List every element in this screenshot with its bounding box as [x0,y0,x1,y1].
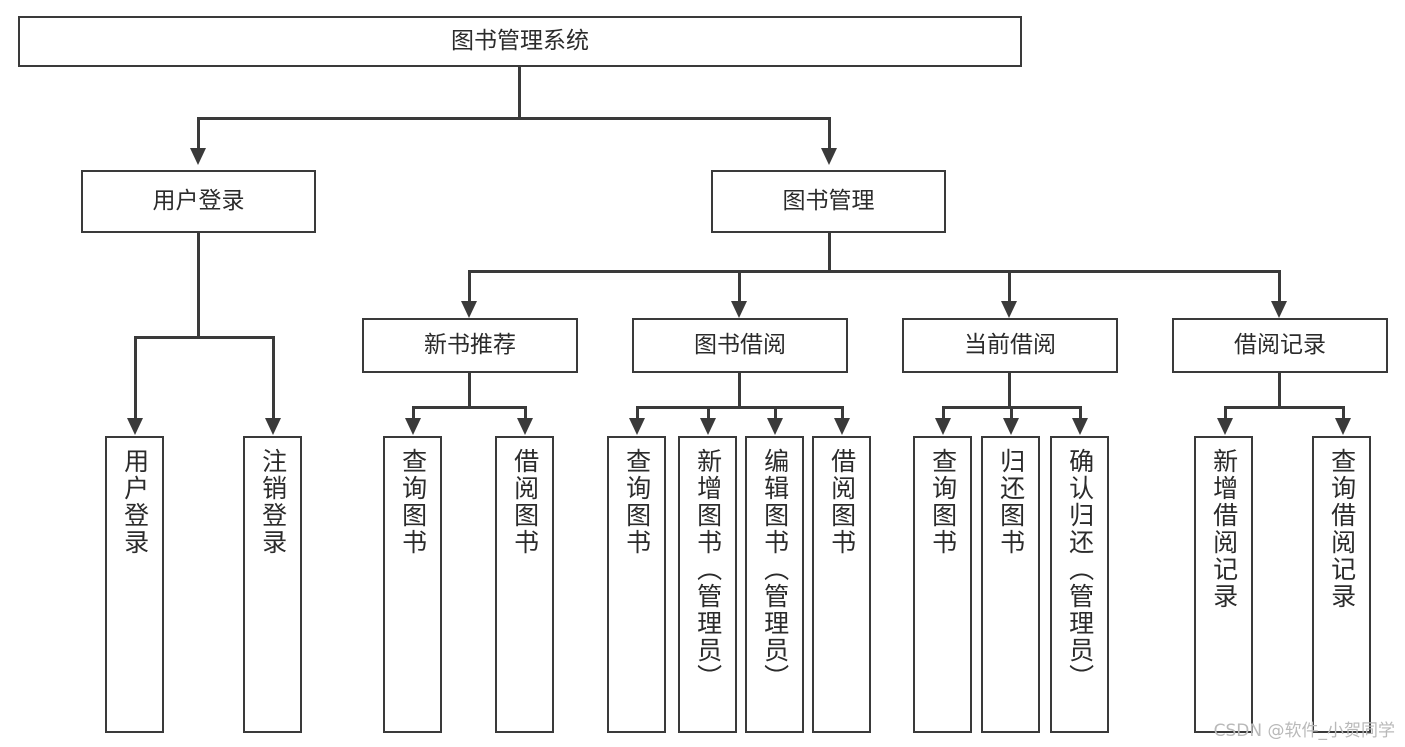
edge-current-borrow-to-leaf-1 [942,406,945,419]
edge-book-borrow-to-leaf-1 [636,406,639,419]
node-label: 确认归还（管理员） [1065,448,1095,691]
edge-root-stem [518,67,521,117]
arrow-book-borrow-to-leaf-4 [834,418,850,435]
node-label: 借阅记录 [1234,331,1326,358]
leaf-new-book-borrow[interactable]: 借阅图书 [495,436,554,733]
node-label: 借阅图书 [827,448,857,556]
node-user-login[interactable]: 用户登录 [81,170,316,233]
leaf-current-borrow-query[interactable]: 查询图书 [913,436,972,733]
edge-book-borrow-to-leaf-4 [841,406,844,419]
leaf-user-login-login[interactable]: 用户登录 [105,436,164,733]
node-label: 当前借阅 [964,331,1056,358]
edge-book-borrow-stem [738,373,741,406]
edge-new-book-bus [412,406,524,409]
edge-user-login-to-leaf-1 [134,336,137,419]
edge-borrow-record-bus [1224,406,1342,409]
node-label: 图书管理 [782,187,875,214]
node-new-book-recommend[interactable]: 新书推荐 [362,318,578,373]
arrow-new-book-to-leaf-2 [517,418,533,435]
node-label: 归还图书 [996,448,1026,556]
arrow-new-book-to-leaf-1 [405,418,421,435]
leaf-book-borrow-borrow[interactable]: 借阅图书 [812,436,871,733]
node-label: 图书借阅 [694,331,786,358]
leaf-new-book-query[interactable]: 查询图书 [383,436,442,733]
edge-borrow-record-stem [1278,373,1281,406]
node-label: 新增图书（管理员） [693,448,723,691]
edge-book-mgmt-to-current [1008,270,1011,302]
node-label: 编辑图书（管理员） [760,448,790,691]
node-label: 借阅图书 [510,448,540,556]
edge-book-borrow-bus [636,406,842,409]
arrow-user-login-to-leaf-1 [127,418,143,435]
edge-user-login-stem [197,233,200,336]
arrow-borrow-record-to-leaf-2 [1335,418,1351,435]
edge-root-bus [197,117,831,120]
edge-current-borrow-to-leaf-3 [1079,406,1082,419]
edge-current-borrow-to-leaf-2 [1010,406,1013,419]
node-label: 注销登录 [258,448,288,556]
arrow-book-mgmt-to-new-book [461,301,477,318]
node-label: 新书推荐 [424,331,516,358]
edge-borrow-record-to-leaf-1 [1224,406,1227,419]
arrow-current-borrow-to-leaf-2 [1003,418,1019,435]
arrow-root-to-book-mgmt [821,148,837,165]
arrow-book-mgmt-to-current [1001,301,1017,318]
node-label: 新增借阅记录 [1209,448,1239,610]
arrow-user-login-to-leaf-2 [265,418,281,435]
edge-book-mgmt-stem [828,233,831,270]
leaf-current-borrow-confirm[interactable]: 确认归还（管理员） [1050,436,1109,733]
arrow-book-mgmt-to-borrow [731,301,747,318]
node-label: 查询图书 [398,448,428,556]
edge-current-borrow-stem [1008,373,1011,406]
arrow-book-mgmt-to-record [1271,301,1287,318]
node-book-management[interactable]: 图书管理 [711,170,946,233]
node-current-borrow[interactable]: 当前借阅 [902,318,1118,373]
edge-user-login-to-leaf-2 [272,336,275,419]
arrow-root-to-user-login [190,148,206,165]
node-label: 图书管理系统 [451,27,589,54]
leaf-borrow-record-add[interactable]: 新增借阅记录 [1194,436,1253,733]
edge-book-borrow-to-leaf-3 [774,406,777,419]
arrow-current-borrow-to-leaf-3 [1072,418,1088,435]
edge-root-to-book-mgmt [828,117,831,149]
edge-book-mgmt-to-record [1278,270,1281,302]
edge-new-book-stem [468,373,471,406]
arrow-current-borrow-to-leaf-1 [935,418,951,435]
arrow-borrow-record-to-leaf-1 [1217,418,1233,435]
leaf-user-login-logout[interactable]: 注销登录 [243,436,302,733]
edge-root-to-user-login [197,117,200,149]
edge-book-borrow-to-leaf-2 [707,406,710,419]
leaf-book-borrow-edit[interactable]: 编辑图书（管理员） [745,436,804,733]
leaf-borrow-record-query[interactable]: 查询借阅记录 [1312,436,1371,733]
leaf-book-borrow-query[interactable]: 查询图书 [607,436,666,733]
edge-borrow-record-to-leaf-2 [1342,406,1345,419]
arrow-book-borrow-to-leaf-2 [700,418,716,435]
edge-book-mgmt-to-borrow [738,270,741,302]
edge-new-book-to-leaf-1 [412,406,415,419]
edge-new-book-to-leaf-2 [524,406,527,419]
node-label: 查询借阅记录 [1327,448,1357,610]
node-label: 用户登录 [152,187,245,214]
leaf-book-borrow-add[interactable]: 新增图书（管理员） [678,436,737,733]
node-label: 用户登录 [120,448,150,556]
node-label: 查询图书 [622,448,652,556]
edge-user-login-bus [134,336,275,339]
node-book-borrow[interactable]: 图书借阅 [632,318,848,373]
leaf-current-borrow-return[interactable]: 归还图书 [981,436,1040,733]
arrow-book-borrow-to-leaf-3 [767,418,783,435]
node-label: 查询图书 [928,448,958,556]
edge-book-mgmt-bus [468,270,1280,273]
edge-book-mgmt-to-new-book [468,270,471,302]
csdn-watermark: CSDN @软件_小贺同学 [1213,721,1395,741]
arrow-book-borrow-to-leaf-1 [629,418,645,435]
node-borrow-record[interactable]: 借阅记录 [1172,318,1388,373]
node-root-system[interactable]: 图书管理系统 [18,16,1022,67]
